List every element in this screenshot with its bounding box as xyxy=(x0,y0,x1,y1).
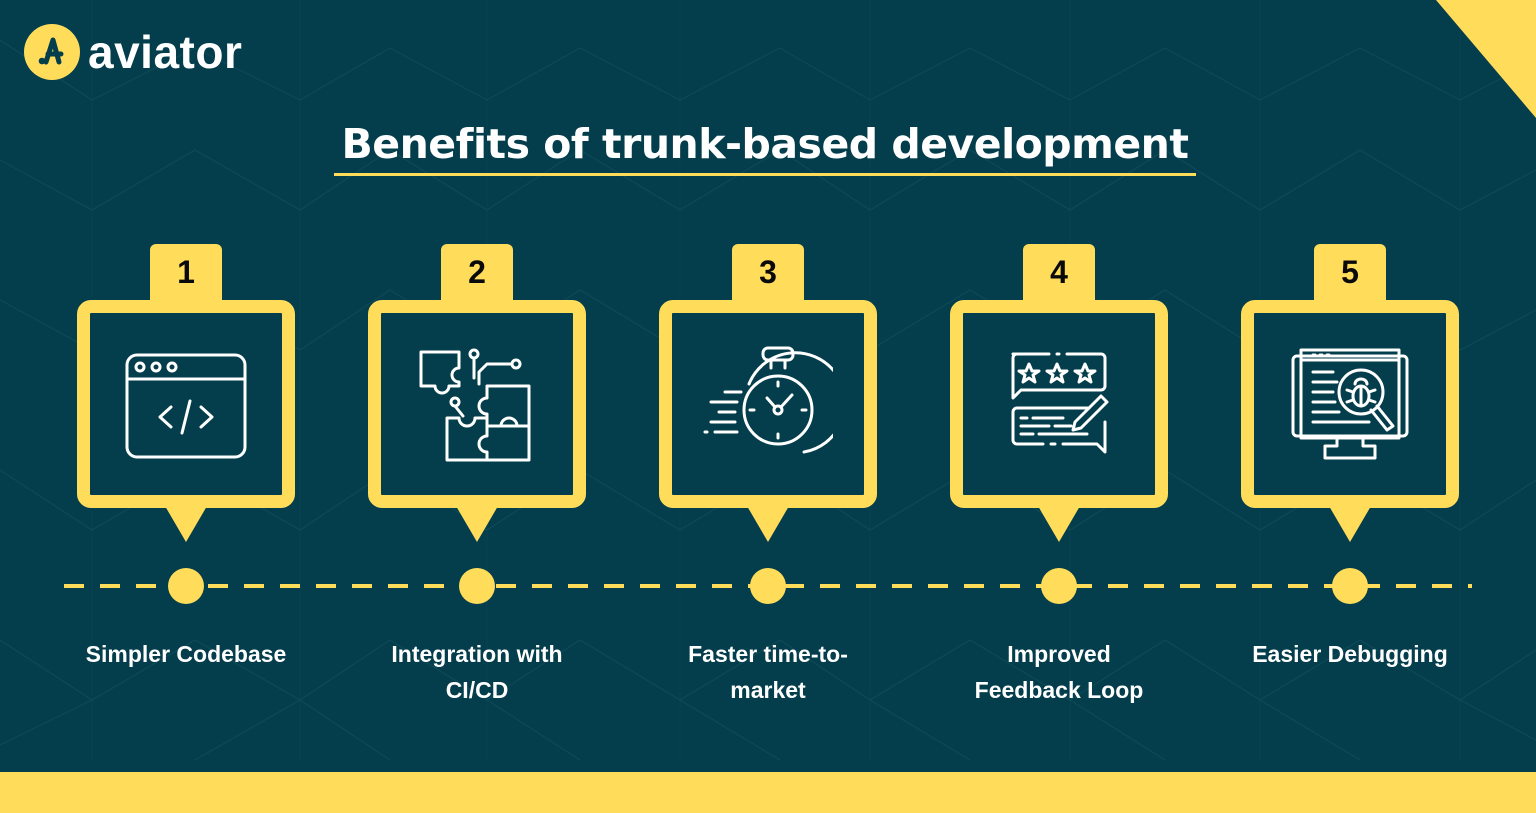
step-number-tab: 1 xyxy=(150,244,222,308)
label-line: CI/CD xyxy=(445,677,509,703)
step-label-3: Faster time-to- market xyxy=(638,636,898,708)
step-number-tab: 4 xyxy=(1023,244,1095,308)
timeline-dot-3 xyxy=(750,568,786,604)
aviator-a-logo-icon xyxy=(24,24,80,80)
label-line: Feedback Loop xyxy=(974,677,1144,703)
step-number: 2 xyxy=(468,253,486,290)
label-line: Faster time-to- xyxy=(688,641,848,667)
label-line: market xyxy=(730,677,806,703)
step-number: 1 xyxy=(177,253,195,290)
step-icon-box xyxy=(1241,300,1459,508)
stopwatch-icon xyxy=(703,346,833,454)
corner-accent-triangle xyxy=(1436,0,1536,118)
step-icon-box xyxy=(77,300,295,508)
step-number: 5 xyxy=(1341,253,1359,290)
step-card-1: 1 xyxy=(77,244,295,544)
footer-accent-band xyxy=(0,772,1536,813)
step-number-tab: 5 xyxy=(1314,244,1386,308)
code-window-icon xyxy=(125,353,247,459)
step-pointer xyxy=(1038,506,1080,542)
label-line: Improved xyxy=(1007,641,1111,667)
bug-search-monitor-icon xyxy=(1291,348,1409,460)
brand-name: aviator xyxy=(88,26,243,78)
page-title-container: Benefits of trunk-based development xyxy=(334,118,1196,170)
step-icon-box xyxy=(659,300,877,508)
step-icon-box xyxy=(368,300,586,508)
rating-feedback-icon xyxy=(1011,352,1109,454)
timeline-dot-1 xyxy=(168,568,204,604)
puzzle-pieces-icon xyxy=(419,348,531,462)
step-number-tab: 3 xyxy=(732,244,804,308)
timeline-dot-2 xyxy=(459,568,495,604)
step-card-4: 4 xyxy=(950,244,1168,544)
step-icon-box xyxy=(950,300,1168,508)
step-card-5: 5 xyxy=(1241,244,1459,544)
timeline-dot-4 xyxy=(1041,568,1077,604)
step-pointer xyxy=(165,506,207,542)
page-title: Benefits of trunk-based development xyxy=(341,120,1189,168)
step-pointer xyxy=(747,506,789,542)
step-card-3: 3 xyxy=(659,244,877,544)
aviator-logo: aviator xyxy=(24,24,242,80)
label-line: Easier Debugging xyxy=(1252,641,1448,667)
step-pointer xyxy=(1329,506,1371,542)
step-card-2: 2 xyxy=(368,244,586,544)
step-label-1: Simpler Codebase xyxy=(56,636,316,672)
step-number-tab: 2 xyxy=(441,244,513,308)
label-line: Simpler Codebase xyxy=(85,641,287,667)
step-pointer xyxy=(456,506,498,542)
step-label-5: Easier Debugging xyxy=(1220,636,1480,672)
title-underline xyxy=(334,173,1196,176)
timeline-dot-5 xyxy=(1332,568,1368,604)
step-number: 4 xyxy=(1050,253,1068,290)
step-label-4: Improved Feedback Loop xyxy=(929,636,1189,708)
step-label-2: Integration with CI/CD xyxy=(347,636,607,708)
step-number: 3 xyxy=(759,253,777,290)
label-line: Integration with xyxy=(391,641,563,667)
